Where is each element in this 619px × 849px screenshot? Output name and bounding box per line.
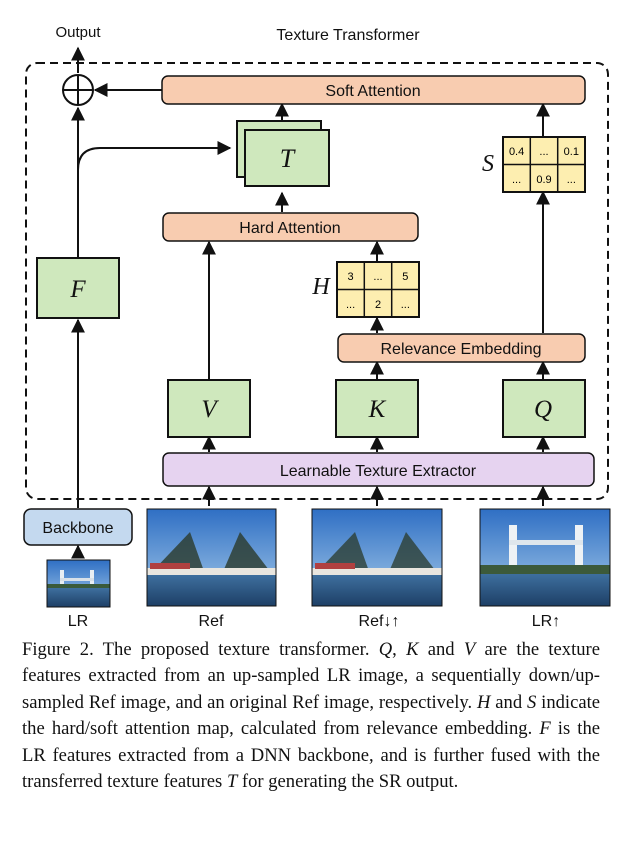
s-symbol: S	[482, 151, 494, 177]
s-cell: ...	[512, 174, 521, 186]
output-label: Output	[55, 24, 101, 41]
h-cell: ...	[346, 299, 355, 311]
h-attention-map: 3 ... 5 ... 2 ...	[336, 261, 420, 318]
h-cell: ...	[373, 271, 382, 283]
k-symbol: K	[368, 396, 387, 423]
texture-extractor-block	[162, 452, 595, 487]
q-symbol: Q	[534, 396, 552, 423]
ref-down-up-image-label: Ref↓↑	[359, 613, 400, 630]
h-cell: 2	[375, 299, 381, 311]
f-to-t-arrow	[77, 141, 232, 171]
lr-up-image-label: LR↑	[532, 613, 560, 630]
q-block	[502, 379, 586, 438]
relevance-embedding-label: Relevance Embedding	[381, 341, 542, 358]
ref-image	[146, 508, 277, 607]
s-cell: 0.9	[536, 174, 551, 186]
relevance-embedding-block	[337, 333, 586, 363]
lr-image	[46, 559, 111, 608]
v-block	[167, 379, 251, 438]
t-symbol: T	[280, 144, 296, 173]
hard-attention-label: Hard Attention	[239, 220, 340, 237]
lr-up-image	[479, 508, 611, 607]
f-block	[36, 257, 120, 319]
f-symbol: F	[69, 276, 86, 303]
s-cell: ...	[539, 146, 548, 158]
fusion-plus-node	[62, 74, 94, 106]
lr-image-label: LR	[68, 613, 88, 630]
ref-down-up-image	[311, 508, 443, 607]
s-attention-map: 0.4 ... 0.1 ... 0.9 ...	[502, 136, 586, 193]
hard-attention-block	[162, 212, 419, 242]
texture-transformer-diagram: Output Texture Transformer	[23, 24, 611, 630]
s-cell: 0.1	[564, 146, 579, 158]
t-block	[244, 129, 330, 187]
h-cell: 5	[402, 271, 408, 283]
backbone-block	[23, 508, 133, 546]
transformer-boundary	[25, 62, 609, 500]
v-symbol: V	[201, 396, 219, 423]
soft-attention-block	[161, 75, 586, 105]
soft-attention-label: Soft Attention	[325, 83, 420, 100]
texture-extractor-label: Learnable Texture Extractor	[280, 463, 477, 480]
s-cell: ...	[567, 174, 576, 186]
figure-caption: Figure 2. The proposed texture transform…	[22, 639, 601, 793]
h-symbol: H	[311, 274, 331, 300]
k-block	[335, 379, 419, 438]
s-cell: 0.4	[509, 146, 524, 158]
h-cell: ...	[401, 299, 410, 311]
diagram-title: Texture Transformer	[276, 27, 420, 44]
h-cell: 3	[348, 271, 354, 283]
backbone-label: Backbone	[42, 520, 113, 537]
ref-image-label: Ref	[199, 613, 224, 630]
